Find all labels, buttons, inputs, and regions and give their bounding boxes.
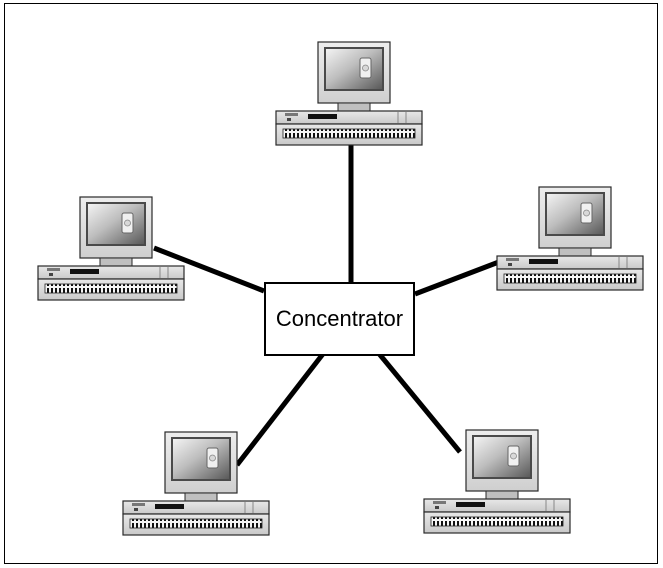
desktop-computer-icon: [122, 431, 270, 536]
computer-right: [496, 186, 644, 291]
concentrator-label: Concentrator: [275, 306, 404, 331]
desktop-computer-icon: [496, 186, 644, 291]
concentrator-box: Concentrator: [264, 282, 415, 356]
link-bottom-right: [374, 348, 462, 454]
desktop-computer-icon: [275, 41, 423, 146]
computer-bottom-left: [122, 431, 270, 536]
link-left: [153, 245, 265, 294]
computer-bottom-right: [423, 429, 571, 534]
link-bottom-left: [235, 348, 328, 467]
computer-top: [275, 41, 423, 146]
link-right: [414, 257, 505, 297]
desktop-computer-icon: [423, 429, 571, 534]
